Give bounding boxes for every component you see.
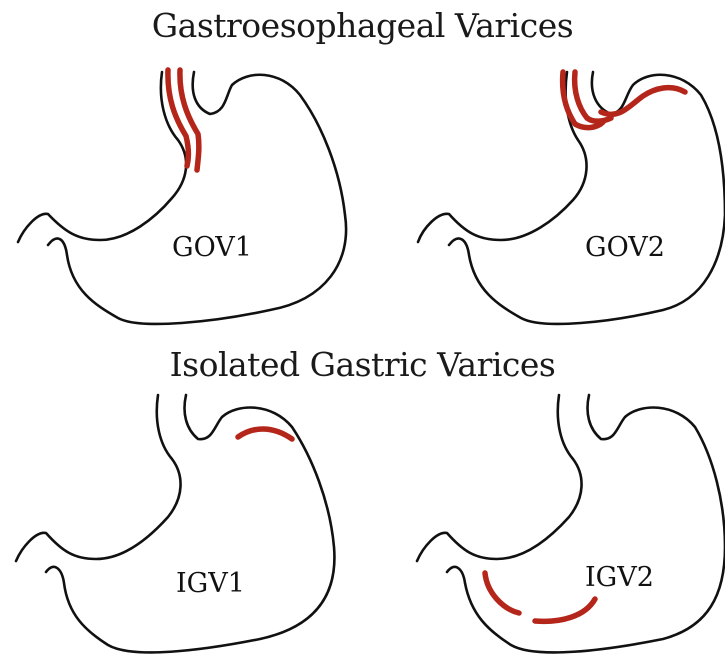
stomach-diagram-gov2: GOV2	[363, 0, 725, 330]
panel-igv1: IGV1	[0, 337, 362, 667]
stomach-diagram-igv1: IGV1	[0, 337, 362, 667]
panel-label-gov2: GOV2	[585, 232, 665, 263]
panel-gov2: GOV2	[363, 0, 725, 330]
panel-label-igv2: IGV2	[585, 562, 654, 593]
stomach-diagram-gov1: GOV1	[0, 0, 362, 330]
stomach-outline	[418, 72, 725, 324]
stomach-outline	[417, 395, 725, 652]
varix-fundus	[238, 429, 292, 439]
stomach-outline	[18, 72, 346, 324]
panel-label-igv1: IGV1	[176, 568, 245, 599]
varix-antrum-right	[535, 599, 595, 621]
panel-gov1: GOV1	[0, 0, 362, 330]
stomach-diagram-igv2: IGV2	[363, 337, 725, 667]
varices-gov2	[563, 72, 685, 128]
panel-igv2: IGV2	[363, 337, 725, 667]
varix-antrum-left	[485, 573, 519, 613]
varix-fundus	[601, 88, 685, 115]
varices-igv1	[238, 429, 292, 439]
varices-igv2	[485, 573, 595, 621]
panel-label-gov1: GOV1	[172, 232, 252, 263]
varices-gov1	[168, 70, 199, 170]
